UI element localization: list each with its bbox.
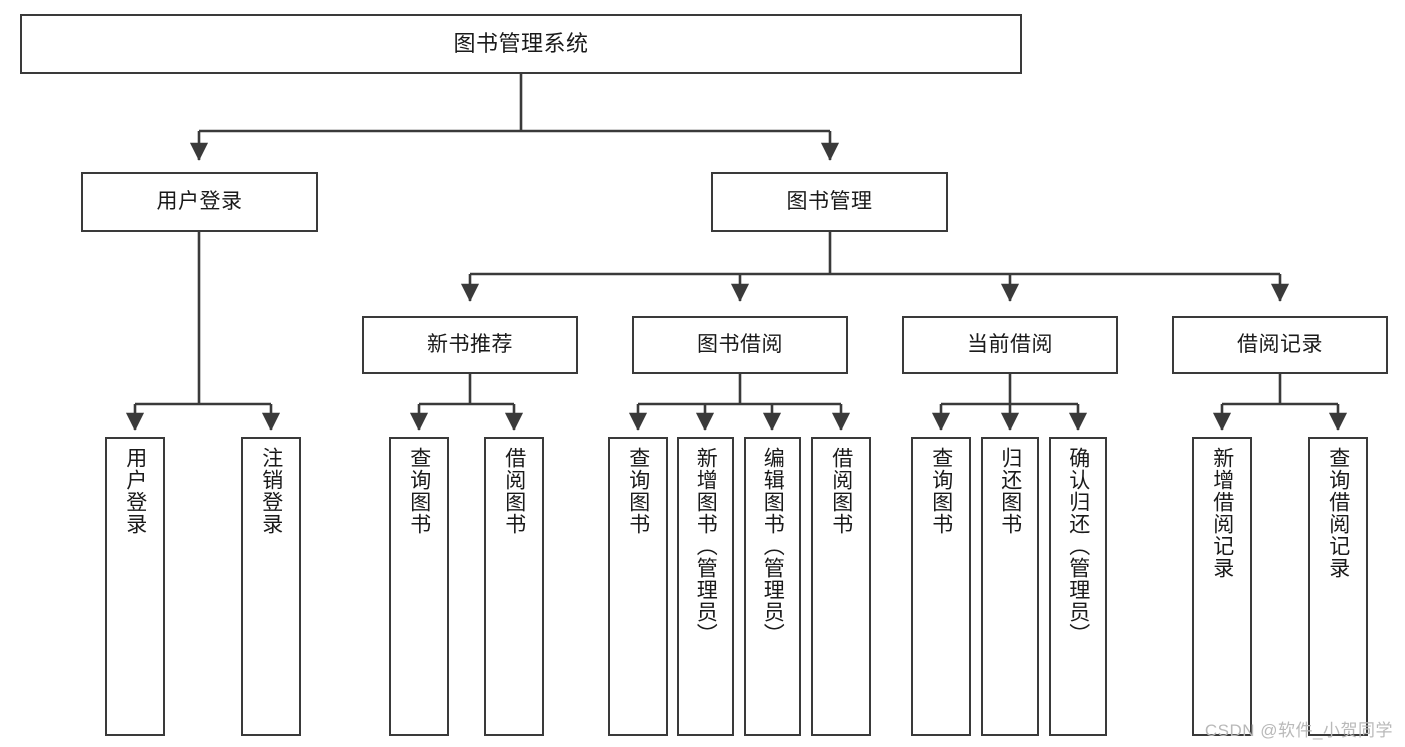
node-label: 查询图书 <box>626 447 650 535</box>
leaf-borrow-book-recommend[interactable]: 借阅图书 <box>484 437 544 736</box>
node-borrow-record[interactable]: 借阅记录 <box>1172 316 1388 374</box>
watermark-csdn: CSDN @软件_小贺同学 <box>1204 721 1393 740</box>
node-label: 借阅图书 <box>829 447 853 535</box>
leaf-add-book-admin[interactable]: 新增图书（管理员） <box>677 437 734 736</box>
node-label: 借阅记录 <box>1237 332 1323 356</box>
node-label: 编辑图书（管理员） <box>761 447 785 645</box>
node-label: 用户登录 <box>156 189 243 213</box>
node-label: 新增图书（管理员） <box>694 447 718 645</box>
node-label: 借阅图书 <box>502 447 526 535</box>
leaf-query-borrow-record[interactable]: 查询借阅记录 <box>1308 437 1368 736</box>
leaf-query-book-recommend[interactable]: 查询图书 <box>389 437 449 736</box>
node-label: 当前借阅 <box>967 332 1053 356</box>
node-label: 查询借阅记录 <box>1326 447 1350 579</box>
node-label: 图书管理系统 <box>453 31 589 57</box>
leaf-query-book-borrow[interactable]: 查询图书 <box>608 437 668 736</box>
leaf-user-login[interactable]: 用户登录 <box>105 437 165 736</box>
node-current-borrow[interactable]: 当前借阅 <box>902 316 1118 374</box>
leaf-return-book[interactable]: 归还图书 <box>981 437 1039 736</box>
node-label: 确认归还（管理员） <box>1066 447 1090 645</box>
node-label: 查询图书 <box>929 447 953 535</box>
leaf-logout-login[interactable]: 注销登录 <box>241 437 301 736</box>
leaf-edit-book-admin[interactable]: 编辑图书（管理员） <box>744 437 801 736</box>
node-label: 图书借阅 <box>697 332 783 356</box>
node-label: 图书管理 <box>786 189 873 213</box>
leaf-borrow-book-borrow[interactable]: 借阅图书 <box>811 437 871 736</box>
node-user-login[interactable]: 用户登录 <box>81 172 318 232</box>
leaf-query-book-current[interactable]: 查询图书 <box>911 437 971 736</box>
node-label: 用户登录 <box>123 447 147 535</box>
node-label: 查询图书 <box>407 447 431 535</box>
leaf-confirm-return-admin[interactable]: 确认归还（管理员） <box>1049 437 1107 736</box>
node-book-borrow[interactable]: 图书借阅 <box>632 316 848 374</box>
node-label: 新书推荐 <box>427 332 513 356</box>
leaf-add-borrow-record[interactable]: 新增借阅记录 <box>1192 437 1252 736</box>
node-new-book-recommend[interactable]: 新书推荐 <box>362 316 578 374</box>
node-book-management[interactable]: 图书管理 <box>711 172 948 232</box>
node-label: 归还图书 <box>998 447 1022 535</box>
node-label: 注销登录 <box>259 447 283 535</box>
node-label: 新增借阅记录 <box>1210 447 1234 579</box>
node-root-book-management-system[interactable]: 图书管理系统 <box>20 14 1022 74</box>
